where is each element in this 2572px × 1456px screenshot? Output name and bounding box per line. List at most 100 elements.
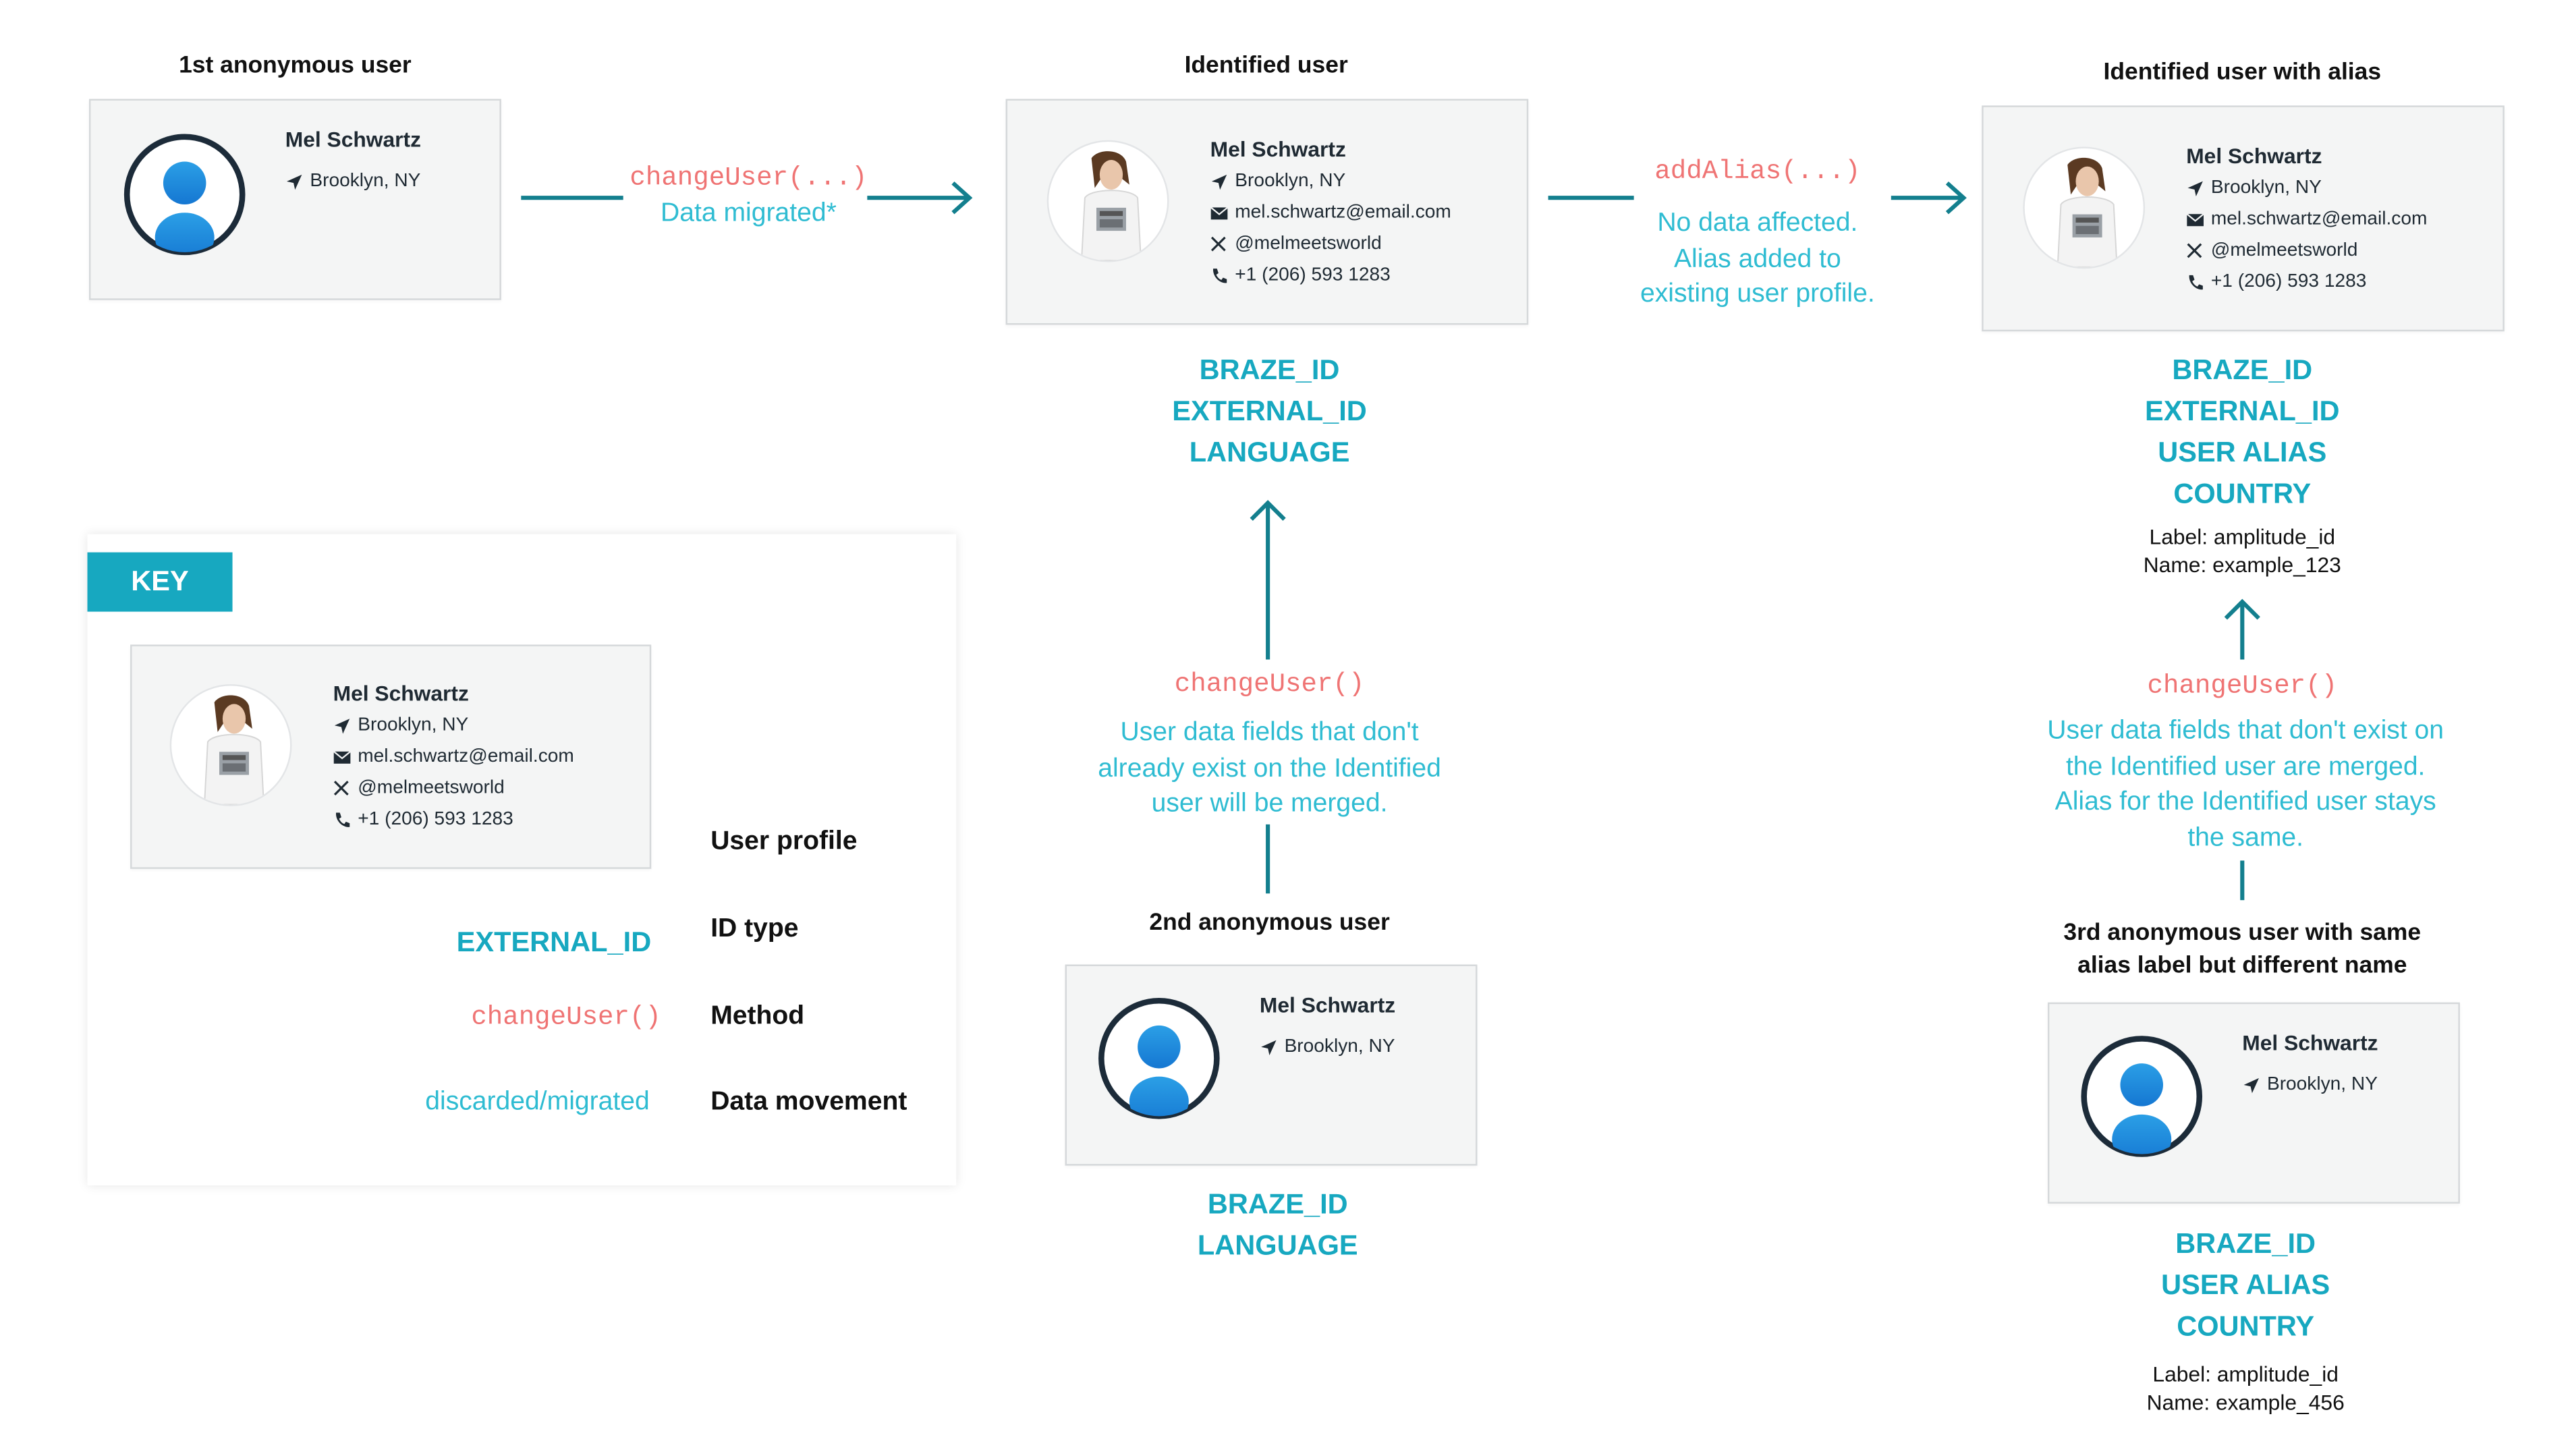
profile-email-text: mel.schwartz@email.com: [2210, 209, 2428, 229]
third-anon-alias-details: Label: amplitude_id Name: example_456: [1998, 1362, 2493, 1416]
arrow-up-icon: [1250, 499, 1286, 660]
second-anon-id-list: BRAZE_ID LANGUAGE: [1014, 1184, 1542, 1266]
connector-line: [1266, 824, 1270, 894]
phone-icon: [327, 810, 356, 829]
profile-phone: +1 (206) 593 1283: [2179, 272, 2366, 292]
profile-location: Brooklyn, NY: [1204, 171, 1345, 191]
first-anon-title: 1st anonymous user: [179, 53, 412, 80]
add-alias-method: addAlias(...): [1654, 157, 1861, 187]
x-icon: [2179, 242, 2209, 258]
profile-photo: [169, 684, 292, 806]
note-line: user will be merged.: [1151, 789, 1388, 818]
first-anon-card: Mel Schwartz Brooklyn, NY: [88, 99, 501, 300]
identified-card: Mel Schwartz Brooklyn, NY mel.schwartz@e…: [1005, 99, 1529, 325]
note-line: already exist on the Identified: [1098, 754, 1441, 783]
third-anon-card: Mel Schwartz Brooklyn, NY: [2047, 1002, 2460, 1204]
id-type-item: EXTERNAL_ID: [1172, 395, 1367, 427]
profile-name: Mel Schwartz: [1210, 136, 1346, 162]
alias-name: Name: example_456: [2146, 1389, 2345, 1414]
key-method-label: Method: [710, 1002, 805, 1031]
profile-handle-text: @melmeetsworld: [1235, 233, 1382, 254]
phone-icon: [1204, 267, 1233, 285]
change1-note: Data migrated*: [661, 199, 837, 228]
profile-phone: +1 (206) 593 1283: [327, 810, 513, 829]
avatar-icon: [123, 134, 246, 256]
profile-email-text: mel.schwartz@email.com: [1235, 202, 1451, 223]
note-line: User data fields that don't exist on: [2047, 717, 2444, 746]
identified-alias-card: Mel Schwartz Brooklyn, NY mel.schwartz@e…: [1982, 105, 2505, 332]
alias-label: Label: amplitude_id: [2149, 524, 2336, 549]
note-line: Alias for the Identified user stays: [2054, 788, 2436, 816]
profile-photo: [1046, 140, 1169, 262]
id-type-item: EXTERNAL_ID: [2145, 395, 2340, 427]
profile-email: mel.schwartz@email.com: [2179, 209, 2427, 229]
location-arrow-icon: [279, 172, 308, 190]
change3-method: changeUser(): [2147, 671, 2338, 701]
profile-location: Brooklyn, NY: [1253, 1037, 1395, 1057]
profile-location-text: Brooklyn, NY: [358, 715, 469, 735]
id-type-item: COUNTRY: [2173, 478, 2312, 510]
note-line: User data fields that don't: [1120, 719, 1419, 747]
change3-note: User data fields that don't exist on the…: [1998, 714, 2493, 856]
key-movement-label: Data movement: [710, 1088, 907, 1117]
mail-icon: [1204, 205, 1233, 220]
third-anon-title: 3rd anonymous user with same alias label…: [1978, 917, 2506, 983]
x-icon: [1204, 235, 1233, 252]
profile-handle: @melmeetsworld: [2179, 241, 2357, 260]
note-line: No data affected.: [1657, 209, 1858, 237]
alias-name: Name: example_123: [2143, 551, 2341, 577]
mail-icon: [327, 750, 356, 764]
id-type-item: BRAZE_ID: [2175, 1228, 2316, 1260]
note-line: existing user profile.: [1640, 280, 1875, 308]
profile-name: Mel Schwartz: [1259, 992, 1396, 1017]
key-movement-example: discarded/migrated: [425, 1088, 650, 1117]
key-id-type-example: EXTERNAL_ID: [456, 926, 652, 958]
id-type-item: LANGUAGE: [1197, 1229, 1358, 1262]
profile-location: Brooklyn, NY: [2179, 178, 2322, 198]
second-anon-title: 2nd anonymous user: [1149, 909, 1390, 936]
profile-handle: @melmeetsworld: [327, 778, 505, 798]
profile-name: Mel Schwartz: [285, 127, 421, 152]
id-type-item: BRAZE_ID: [2172, 354, 2313, 386]
change2-note: User data fields that don't already exis…: [1038, 716, 1500, 822]
id-type-item: COUNTRY: [2177, 1310, 2315, 1343]
profile-name: Mel Schwartz: [2186, 143, 2322, 169]
title-line: 3rd anonymous user with same: [2063, 920, 2422, 947]
profile-name: Mel Schwartz: [333, 681, 469, 706]
arrow-up-icon: [2224, 598, 2260, 660]
profile-photo: [2023, 146, 2146, 269]
profile-name: Mel Schwartz: [2242, 1030, 2378, 1055]
identified-alias-id-list: BRAZE_ID EXTERNAL_ID USER ALIAS COUNTRY: [1978, 349, 2506, 514]
profile-location-text: Brooklyn, NY: [310, 171, 421, 192]
location-arrow-icon: [1253, 1038, 1283, 1056]
profile-location: Brooklyn, NY: [327, 716, 468, 735]
identified-id-list: BRAZE_ID EXTERNAL_ID LANGUAGE: [1006, 349, 1534, 473]
profile-phone-text: +1 (206) 593 1283: [1235, 265, 1391, 285]
change1-method: changeUser(...): [630, 163, 868, 193]
key-profile-card: Mel Schwartz Brooklyn, NY mel.schwartz@e…: [130, 644, 652, 869]
key-panel: KEY Mel Schwartz Brooklyn, NY mel.s: [87, 534, 957, 1185]
id-type-item: USER ALIAS: [2161, 1269, 2330, 1301]
location-arrow-icon: [327, 717, 356, 735]
id-type-item: LANGUAGE: [1189, 437, 1350, 468]
second-anon-card: Mel Schwartz Brooklyn, NY: [1065, 964, 1478, 1166]
identified-alias-details: Label: amplitude_id Name: example_123: [1995, 524, 2490, 579]
alias-label: Label: amplitude_id: [2152, 1362, 2339, 1387]
id-type-item: BRAZE_ID: [1207, 1188, 1348, 1221]
note-line: the Identified user are merged.: [2065, 752, 2426, 781]
profile-location-text: Brooklyn, NY: [1284, 1037, 1395, 1057]
profile-email-text: mel.schwartz@email.com: [358, 746, 574, 767]
location-arrow-icon: [1204, 172, 1233, 190]
profile-location: Brooklyn, NY: [279, 171, 420, 191]
profile-location-text: Brooklyn, NY: [1235, 171, 1346, 192]
profile-location: Brooklyn, NY: [2236, 1075, 2378, 1095]
id-type-item: USER ALIAS: [2158, 437, 2327, 468]
arrow-right-icon: [521, 181, 973, 215]
connector-line: [2240, 860, 2245, 901]
profile-email: mel.schwartz@email.com: [1204, 203, 1451, 223]
profile-handle-text: @melmeetsworld: [358, 778, 505, 798]
id-type-item: BRAZE_ID: [1199, 354, 1340, 386]
profile-location-text: Brooklyn, NY: [2266, 1075, 2378, 1095]
avatar-icon: [1098, 997, 1220, 1119]
x-icon: [327, 780, 356, 796]
